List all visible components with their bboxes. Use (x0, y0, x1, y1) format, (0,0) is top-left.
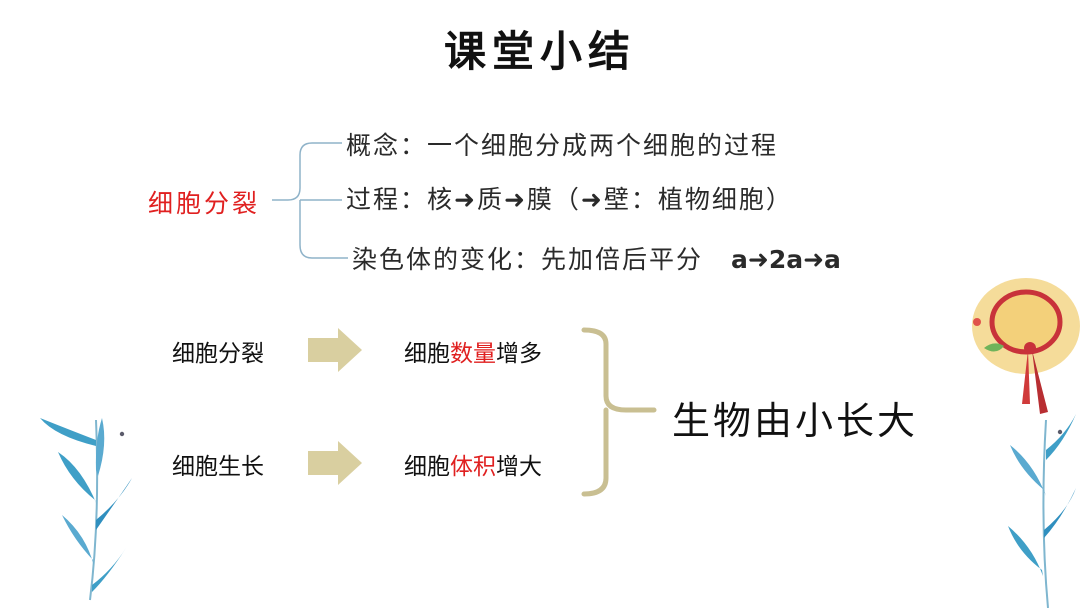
branch-chromosome: 染色体的变化：先加倍后平分 a➜2a➜a (352, 240, 841, 276)
branch-concept: 概念：一个细胞分成两个细胞的过程 (346, 126, 778, 162)
mindmap-bracket-line (272, 143, 348, 258)
row-cell-volume-result: 细胞体积增大 (404, 447, 542, 481)
curly-brace-icon (584, 330, 654, 494)
straw-hat-icon (972, 278, 1080, 414)
branch-chromosome-text: 染色体的变化：先加倍后平分 (352, 245, 703, 274)
leaf-branch-right-icon (1008, 414, 1076, 608)
row-cell-growth-label: 细胞生长 (172, 447, 264, 481)
arrow-right-icon (308, 441, 362, 485)
conclusion-text: 生物由小长大 (672, 390, 918, 445)
result-prefix: 细胞 (404, 341, 450, 367)
row-cell-division-label: 细胞分裂 (172, 334, 264, 368)
topic-label: 细胞分裂 (148, 184, 260, 220)
result-suffix: 增多 (496, 341, 542, 367)
result-suffix: 增大 (496, 454, 542, 480)
result-highlight: 体积 (450, 454, 496, 480)
arrow-right-icon (308, 328, 362, 372)
result-prefix: 细胞 (404, 454, 450, 480)
row-cell-number-result: 细胞数量增多 (404, 334, 542, 368)
chromosome-formula: a➜2a➜a (731, 245, 841, 274)
leaf-branch-left-icon (40, 418, 132, 600)
branch-process: 过程：核➜质➜膜（➜壁：植物细胞） (346, 180, 793, 216)
result-highlight: 数量 (450, 341, 496, 367)
